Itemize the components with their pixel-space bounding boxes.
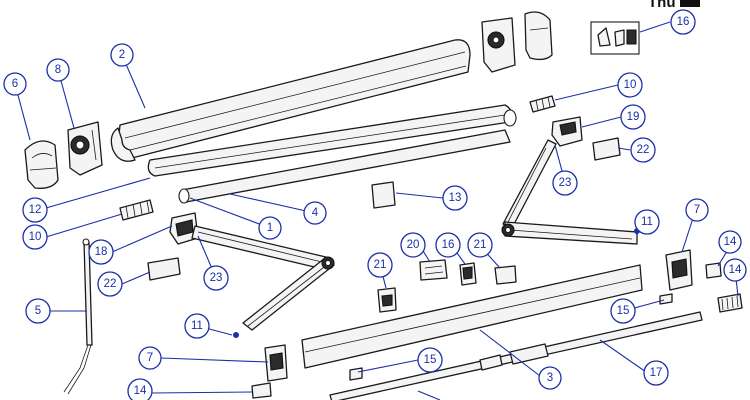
callout-3: 3 <box>538 366 562 390</box>
callout-label: 23 <box>559 177 572 189</box>
callout-4: 4 <box>303 201 327 225</box>
callout-label: 2 <box>119 49 125 61</box>
callout-1: 1 <box>258 216 282 240</box>
callout-21-mid: 21 <box>467 232 493 258</box>
callout-10-left: 10 <box>22 224 48 250</box>
part-roller-tube <box>178 129 511 204</box>
callout-19: 19 <box>620 104 646 130</box>
callout-15-right: 15 <box>610 298 636 324</box>
part-screw-left <box>349 367 363 381</box>
callout-8: 8 <box>46 58 70 82</box>
callout-21-left: 21 <box>367 252 393 278</box>
part-screw-right <box>659 293 673 305</box>
part-bracket-left <box>119 199 154 221</box>
callout-label: 14 <box>729 264 742 276</box>
callout-label: 7 <box>694 204 700 216</box>
part-small-blocks-right <box>705 262 743 313</box>
callout-16-top: 16 <box>670 9 696 35</box>
callout-label: 8 <box>55 64 61 76</box>
part-arm-shoulder-right <box>551 116 583 147</box>
part-small-hardware <box>377 259 517 313</box>
logo-text: Thu <box>648 0 676 11</box>
callout-label: 18 <box>95 246 108 258</box>
callout-label: 20 <box>407 239 420 251</box>
part-end-block-left <box>264 344 288 382</box>
callout-label: 7 <box>147 352 153 364</box>
part-cover-plate-right <box>592 137 621 161</box>
callout-label: 17 <box>650 367 663 379</box>
callout-12: 12 <box>22 197 48 223</box>
callout-label: 10 <box>29 231 42 243</box>
callout-label: 11 <box>641 216 653 228</box>
callout-label: 13 <box>449 192 462 204</box>
callout-label: 6 <box>12 78 18 90</box>
brand-logo: Thu <box>648 0 700 11</box>
part-small-block-bottom <box>251 382 272 399</box>
callout-label: 23 <box>210 272 223 284</box>
callout-16-mid: 16 <box>435 232 461 258</box>
part-crank-handle <box>63 238 93 395</box>
part-end-cap-left <box>24 140 59 189</box>
callout-label: 5 <box>35 305 41 317</box>
part-awning-case <box>110 39 471 162</box>
callout-label: 16 <box>677 16 690 28</box>
callout-label: 14 <box>134 385 147 397</box>
callout-label: 10 <box>624 79 637 91</box>
callout-label: 12 <box>29 204 42 216</box>
part-flat-sheet <box>371 181 396 209</box>
callout-label: 21 <box>474 239 487 251</box>
callout-20: 20 <box>400 232 426 258</box>
callout-11-left: 11 <box>184 313 210 339</box>
callout-14-right-top: 14 <box>718 230 742 254</box>
callout-14-left: 14 <box>127 378 153 400</box>
callout-label: 3 <box>547 372 553 384</box>
callout-label: 21 <box>374 259 387 271</box>
part-cover-plate-left <box>147 257 181 281</box>
callout-7-left: 7 <box>138 346 162 370</box>
callout-label: 19 <box>627 111 640 123</box>
callout-23-left: 23 <box>203 265 229 291</box>
callout-14-right-mid: 14 <box>723 258 747 282</box>
callout-7-right: 7 <box>685 198 709 222</box>
callout-17: 17 <box>643 360 669 386</box>
callout-label: 15 <box>424 354 437 366</box>
callout-22-right: 22 <box>630 137 656 163</box>
part-gearbox-end <box>67 121 103 176</box>
callout-11-right: 11 <box>634 209 660 235</box>
callout-label: 1 <box>267 222 273 234</box>
callout-22-left: 22 <box>97 271 123 297</box>
part-small-parts-kit <box>590 21 640 55</box>
part-arm-shoulder-left <box>169 212 199 245</box>
callout-5: 5 <box>25 298 51 324</box>
part-lower-profile <box>301 264 643 369</box>
part-bracket-upper <box>529 95 556 113</box>
callout-15-left: 15 <box>417 347 443 373</box>
part-front-bar <box>147 104 517 177</box>
callout-label: 11 <box>191 320 203 332</box>
callout-18: 18 <box>88 239 114 265</box>
callout-label: 22 <box>637 144 650 156</box>
part-end-block-right <box>665 249 693 291</box>
callout-13: 13 <box>442 185 468 211</box>
callout-2: 2 <box>110 43 134 67</box>
callout-10-top: 10 <box>617 72 643 98</box>
part-lead-rail <box>329 311 703 400</box>
part-folding-arm-left <box>191 225 335 331</box>
callout-6: 6 <box>3 72 27 96</box>
leader-lines <box>14 21 739 400</box>
callout-label: 16 <box>442 239 455 251</box>
callout-label: 4 <box>312 207 319 219</box>
part-top-gearbox <box>481 11 553 73</box>
callout-23-right: 23 <box>552 170 578 196</box>
callout-label: 22 <box>104 278 117 290</box>
callout-label: 15 <box>617 305 630 317</box>
callout-label: 14 <box>724 236 737 248</box>
part-folding-arm-right <box>501 139 638 245</box>
